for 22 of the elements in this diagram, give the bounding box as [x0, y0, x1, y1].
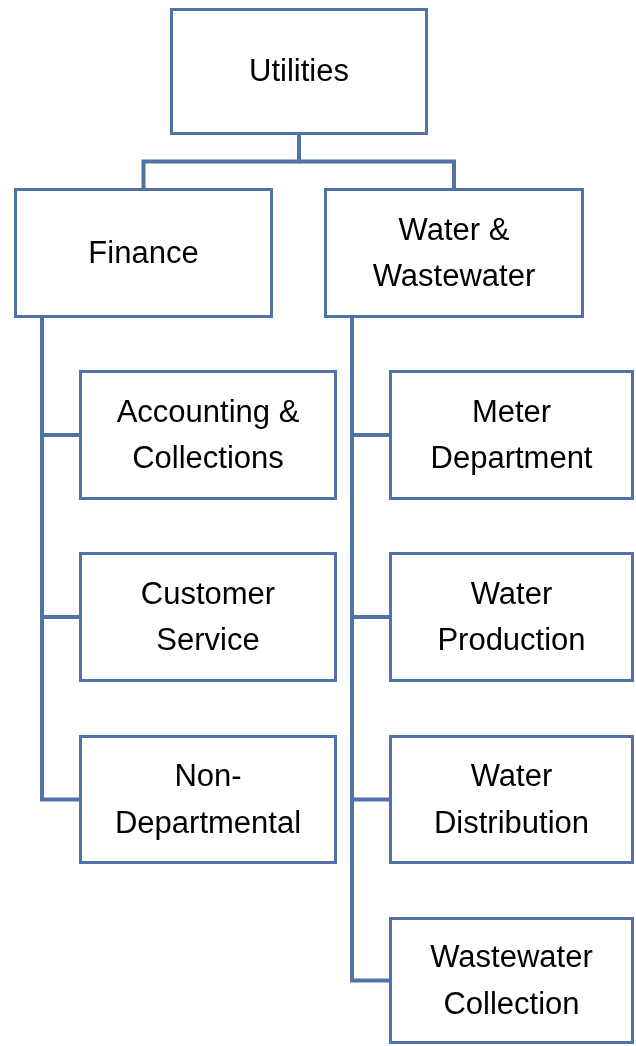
- box-label: Finance: [88, 233, 199, 272]
- org-box: [79, 552, 337, 682]
- box-label: Accounting & Collections: [115, 392, 301, 477]
- org-box: [79, 735, 337, 864]
- box-label: Meter Department: [429, 392, 594, 477]
- org-box: [389, 917, 634, 1044]
- box-label: Water & Wastewater: [371, 210, 537, 295]
- connector-line: [297, 135, 456, 188]
- org-box: [389, 735, 634, 864]
- box-label: Water Distribution: [432, 757, 591, 842]
- box-label: Non-Departmental: [113, 757, 303, 842]
- org-box: [170, 8, 428, 135]
- connector-line: [40, 318, 79, 802]
- box-label: Utilities: [249, 52, 349, 91]
- box-label: Water Production: [436, 574, 587, 659]
- org-box: [14, 188, 273, 318]
- org-box: [324, 188, 584, 318]
- box-label: Wastewater Collection: [429, 938, 594, 1023]
- org-box: [389, 370, 634, 500]
- org-box: [389, 552, 634, 682]
- org-box: [79, 370, 337, 500]
- box-label: Customer Service: [139, 574, 277, 659]
